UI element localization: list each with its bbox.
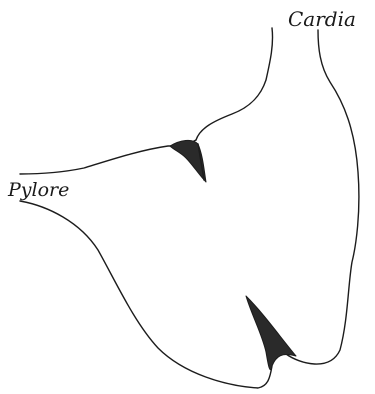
greater-curvature bbox=[286, 30, 359, 364]
pylore-label: Pylore bbox=[7, 179, 69, 201]
cardia-left-wall bbox=[196, 28, 273, 140]
pyloric-lower-border bbox=[20, 201, 272, 388]
cardia-label: Cardia bbox=[288, 7, 356, 31]
antrum-fold bbox=[246, 296, 296, 370]
lesser-curvature bbox=[20, 140, 196, 174]
